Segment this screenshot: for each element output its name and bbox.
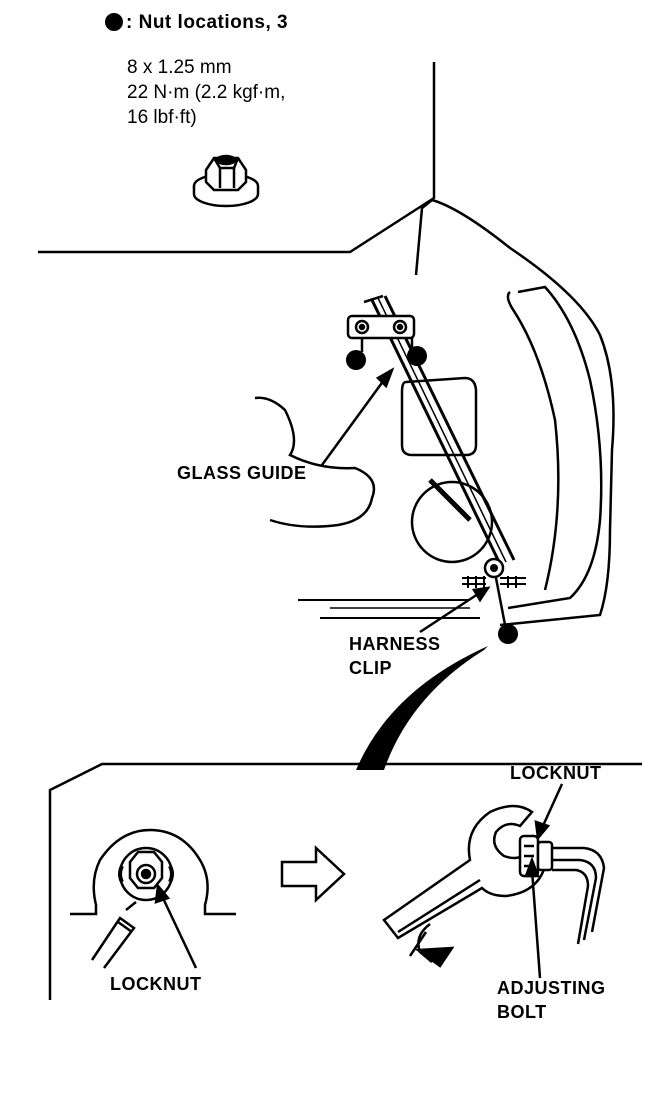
- label-harness-clip-line1: HARNESS: [349, 634, 441, 654]
- nut-location-marker-upper-left: [346, 350, 366, 370]
- next-step-arrow: [280, 845, 346, 903]
- legend-text: : Nut locations, 3: [126, 12, 289, 33]
- spec-torque-lbf: 16 lbf·ft): [127, 107, 197, 128]
- locknut-leader-left: [154, 882, 198, 969]
- locknut-closeup: [70, 828, 236, 969]
- door-panel: [254, 198, 615, 627]
- spec-torque-nm: 22 N·m (2.2 kgf·m,: [127, 82, 286, 103]
- label-glass-guide: GLASS GUIDE: [177, 463, 307, 483]
- flange-nut-icon: [192, 154, 260, 208]
- label-locknut-right: LOCKNUT: [510, 763, 602, 783]
- callout-sweep: [356, 646, 488, 770]
- hex-key-wrench: [552, 846, 606, 945]
- leader-arrows: [320, 367, 491, 634]
- label-locknut-left: LOCKNUT: [110, 974, 202, 994]
- label-harness-clip-line2: CLIP: [349, 658, 393, 678]
- spec-thread: 8 x 1.25 mm: [127, 57, 232, 78]
- nut-location-marker-lower: [498, 624, 518, 644]
- leaders-right: [524, 783, 564, 979]
- label-adjusting-bolt-line2: BOLT: [497, 1002, 547, 1022]
- nut-location-legend-dot: [105, 13, 123, 31]
- harness-clip-lower: [462, 557, 526, 631]
- rotation-arrow-icon: [408, 923, 455, 968]
- wrench: [382, 804, 548, 940]
- nut-location-marker-upper-right: [407, 346, 427, 366]
- callout-border-top: [38, 62, 436, 254]
- label-adjusting-bolt-line1: ADJUSTING: [497, 978, 606, 998]
- callout-border-bottom: [48, 762, 642, 1000]
- glass-guide-rail: [363, 294, 516, 565]
- upper-bracket: [346, 314, 416, 352]
